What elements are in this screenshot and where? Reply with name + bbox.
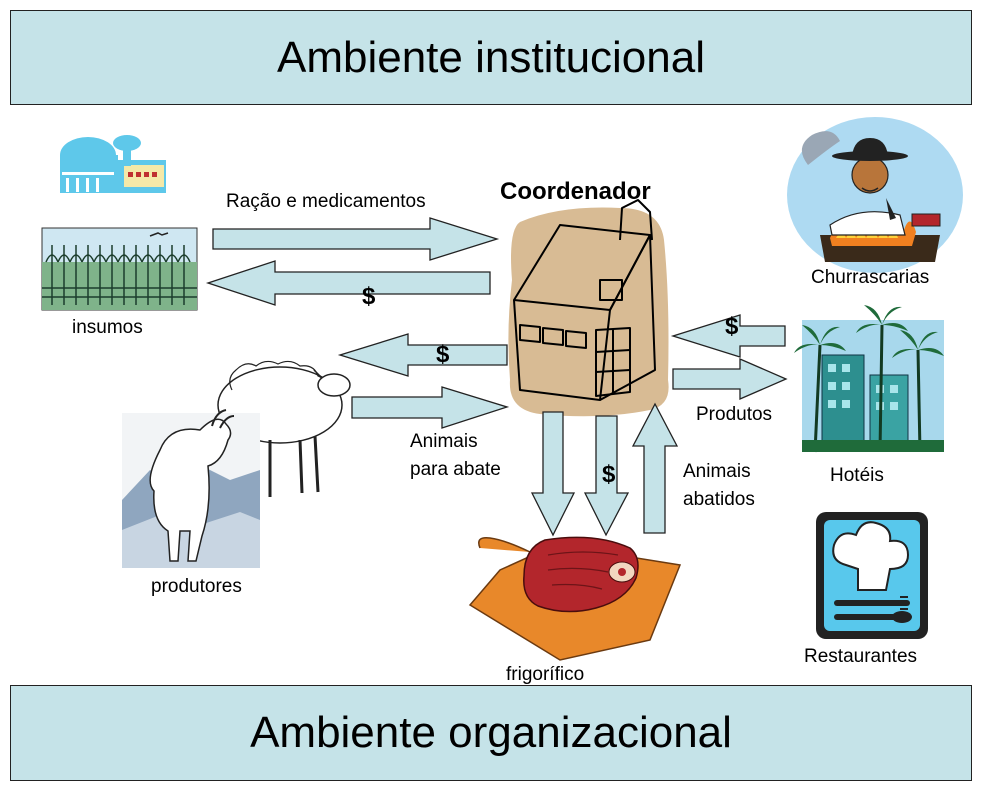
restaurant-icon (816, 512, 928, 639)
arrow-payment-to-insumos (205, 260, 491, 306)
dollar-sign-insumos: $ (362, 283, 376, 310)
banner-organizational-label: Ambiente organizacional (250, 708, 732, 757)
churrascaria-chef-icon (787, 117, 963, 273)
frigorifico-label: frigorífico (506, 664, 584, 685)
animais-abatidos-label-2: abatidos (683, 489, 755, 510)
dollar-sign-frigorifico: $ (602, 461, 616, 488)
arrow-payment-to-frigorifico (583, 415, 630, 537)
barn-icon (508, 199, 669, 417)
churrascarias-label: Churrascarias (811, 267, 929, 288)
arrow-payment-from-hoteis (670, 314, 786, 358)
arrow-produtos-to-hoteis (672, 358, 788, 400)
hoteis-label: Hotéis (830, 465, 884, 486)
hotel-icon (794, 305, 944, 453)
arrow-animais-to-frigorifico (530, 411, 576, 537)
animais-abate-label-2: para abate (410, 459, 501, 480)
factory-icon (60, 135, 166, 193)
racao-label: Ração e medicamentos (226, 191, 426, 212)
restaurantes-label: Restaurantes (804, 646, 917, 667)
coordenador-title: Coordenador (500, 178, 651, 205)
animais-abatidos-label-1: Animais (683, 461, 751, 482)
produtos-label: Produtos (696, 404, 772, 425)
goat-icon (122, 409, 260, 568)
banner-institutional: Ambiente institucional (10, 10, 972, 105)
arrow-payment-to-produtores (337, 333, 508, 377)
meat-board-icon (468, 536, 682, 661)
dollar-sign-hoteis: $ (725, 313, 739, 340)
arrow-animais-to-coordenador (351, 386, 510, 429)
dollar-sign-produtores: $ (436, 341, 450, 368)
insumos-label: insumos (72, 317, 143, 338)
banner-institutional-label: Ambiente institucional (276, 32, 705, 82)
animais-abate-label-1: Animais (410, 431, 478, 452)
crop-field-icon (41, 227, 198, 311)
arrow-racao-to-coordenador (212, 217, 500, 261)
produtores-label: produtores (151, 576, 242, 597)
banner-organizational: Ambiente organizacional (10, 685, 972, 781)
arrow-abatidos-to-coordenador (631, 402, 679, 534)
